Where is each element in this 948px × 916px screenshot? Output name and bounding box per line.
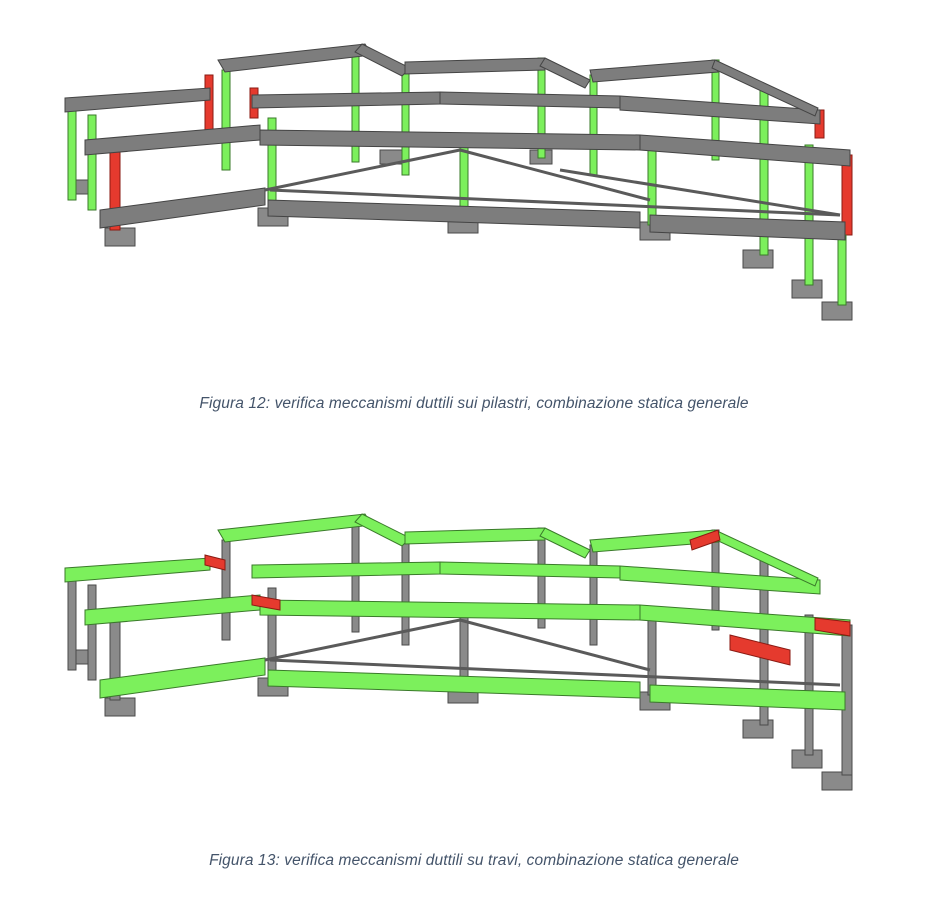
beams bbox=[64, 43, 851, 241]
columns bbox=[67, 51, 853, 306]
bracing bbox=[264, 618, 841, 687]
figure-12-caption: Figura 12: verifica meccanismi duttili s… bbox=[199, 395, 749, 412]
bracing bbox=[264, 148, 841, 217]
structural-model-beams bbox=[64, 513, 853, 791]
figure-13-caption: Figura 13: verifica meccanismi duttili s… bbox=[209, 852, 739, 869]
failed-beams bbox=[204, 529, 851, 666]
figure-12 bbox=[0, 0, 948, 380]
structural-model-columns bbox=[64, 43, 853, 321]
figure-13 bbox=[0, 470, 948, 850]
beams bbox=[64, 513, 851, 711]
